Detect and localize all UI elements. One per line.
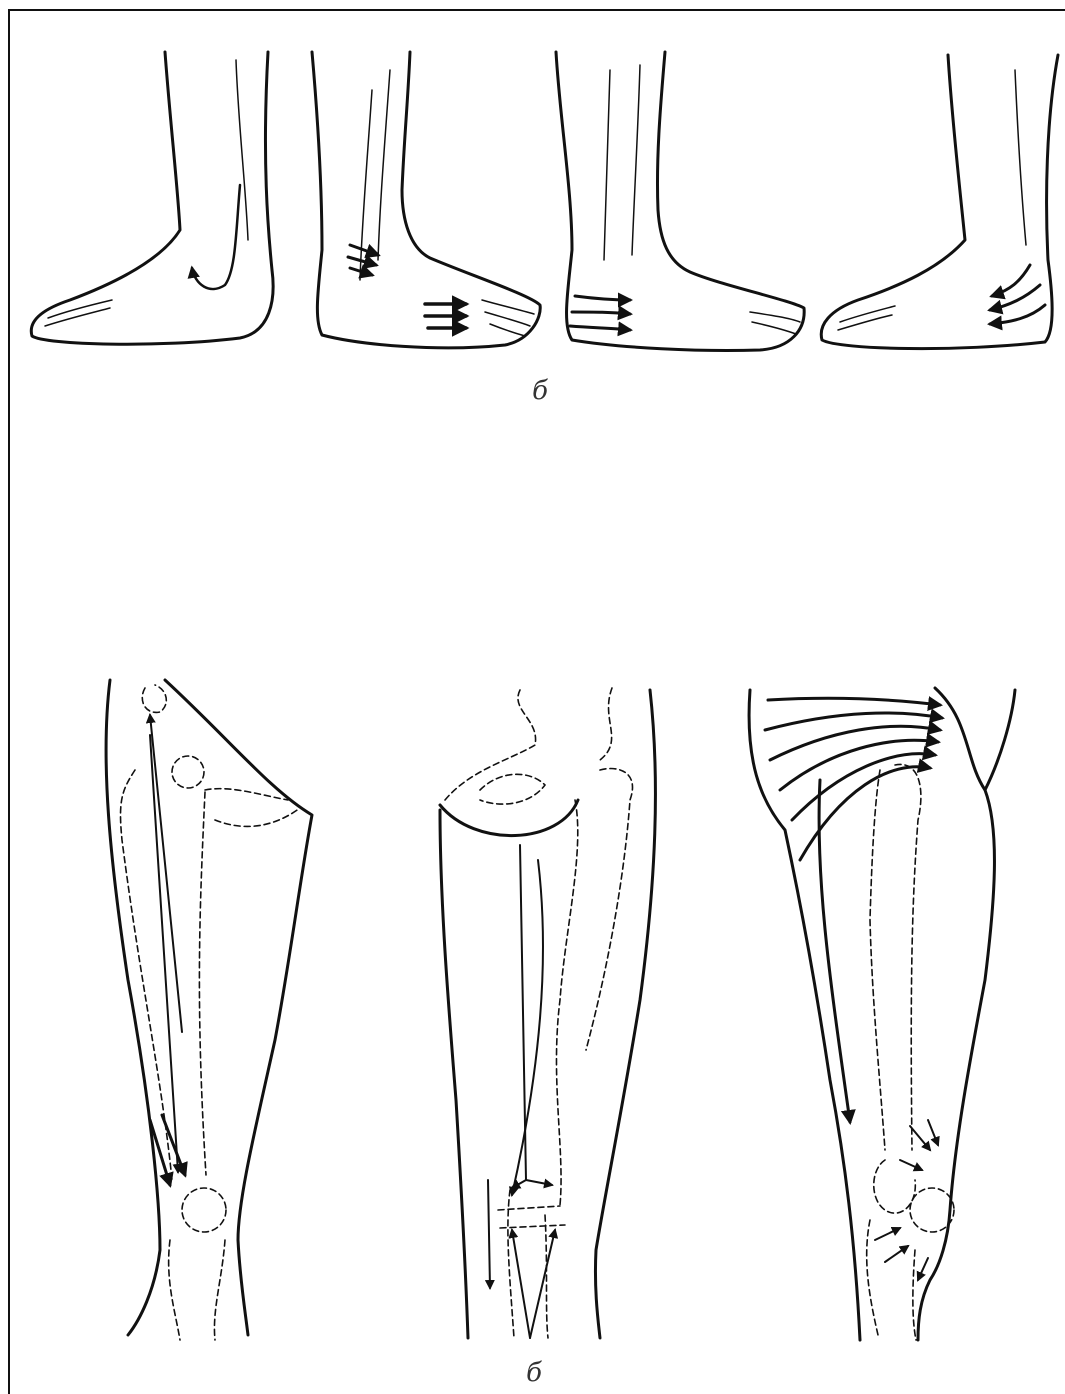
foot-1 bbox=[31, 52, 273, 344]
caption-top: б bbox=[520, 376, 560, 406]
leg-1 bbox=[106, 680, 312, 1340]
leg-3 bbox=[749, 688, 1015, 1340]
caption-bottom: б bbox=[514, 1358, 554, 1388]
foot-2 bbox=[312, 52, 540, 348]
leg-2 bbox=[440, 688, 655, 1338]
foot-4 bbox=[821, 55, 1058, 349]
foot-3 bbox=[556, 52, 804, 351]
